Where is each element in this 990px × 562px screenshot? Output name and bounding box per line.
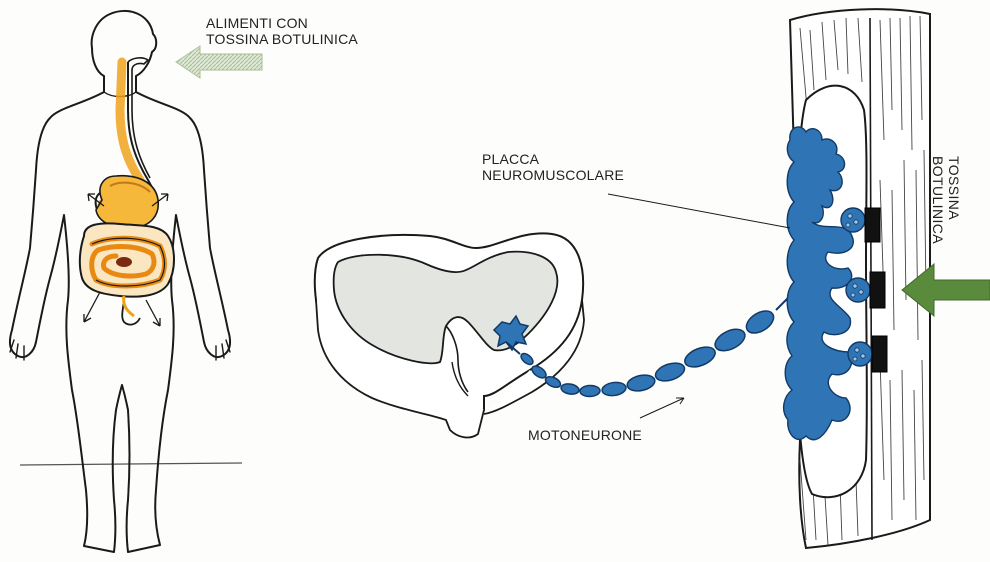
motoneuron-label: MOTONEURONE: [528, 427, 642, 443]
toxin-block: [872, 336, 887, 372]
plate-label-line2: NEUROMUSCOLARE: [482, 167, 624, 183]
neuromuscular-plate-label: PLACCA NEUROMUSCOLARE: [482, 151, 624, 183]
toxin-label-line2: BOTULINICA: [930, 156, 946, 244]
food-toxin-label-line2: TOSSINA BOTULINICA: [206, 31, 358, 47]
toxin-label: TOSSINA BOTULINICA: [930, 156, 962, 286]
food-intake-arrow: [176, 46, 262, 78]
food-toxin-label: ALIMENTI CON TOSSINA BOTULINICA: [206, 15, 358, 47]
toxin-label-line1: TOSSINA: [946, 156, 962, 220]
toxin-block: [870, 272, 885, 308]
food-toxin-label-line1: ALIMENTI CON: [206, 15, 358, 31]
floor-line: [20, 463, 242, 465]
toxin-block: [865, 208, 880, 242]
plate-label-line1: PLACCA: [482, 151, 624, 167]
spinal-cord-section: [315, 233, 584, 437]
